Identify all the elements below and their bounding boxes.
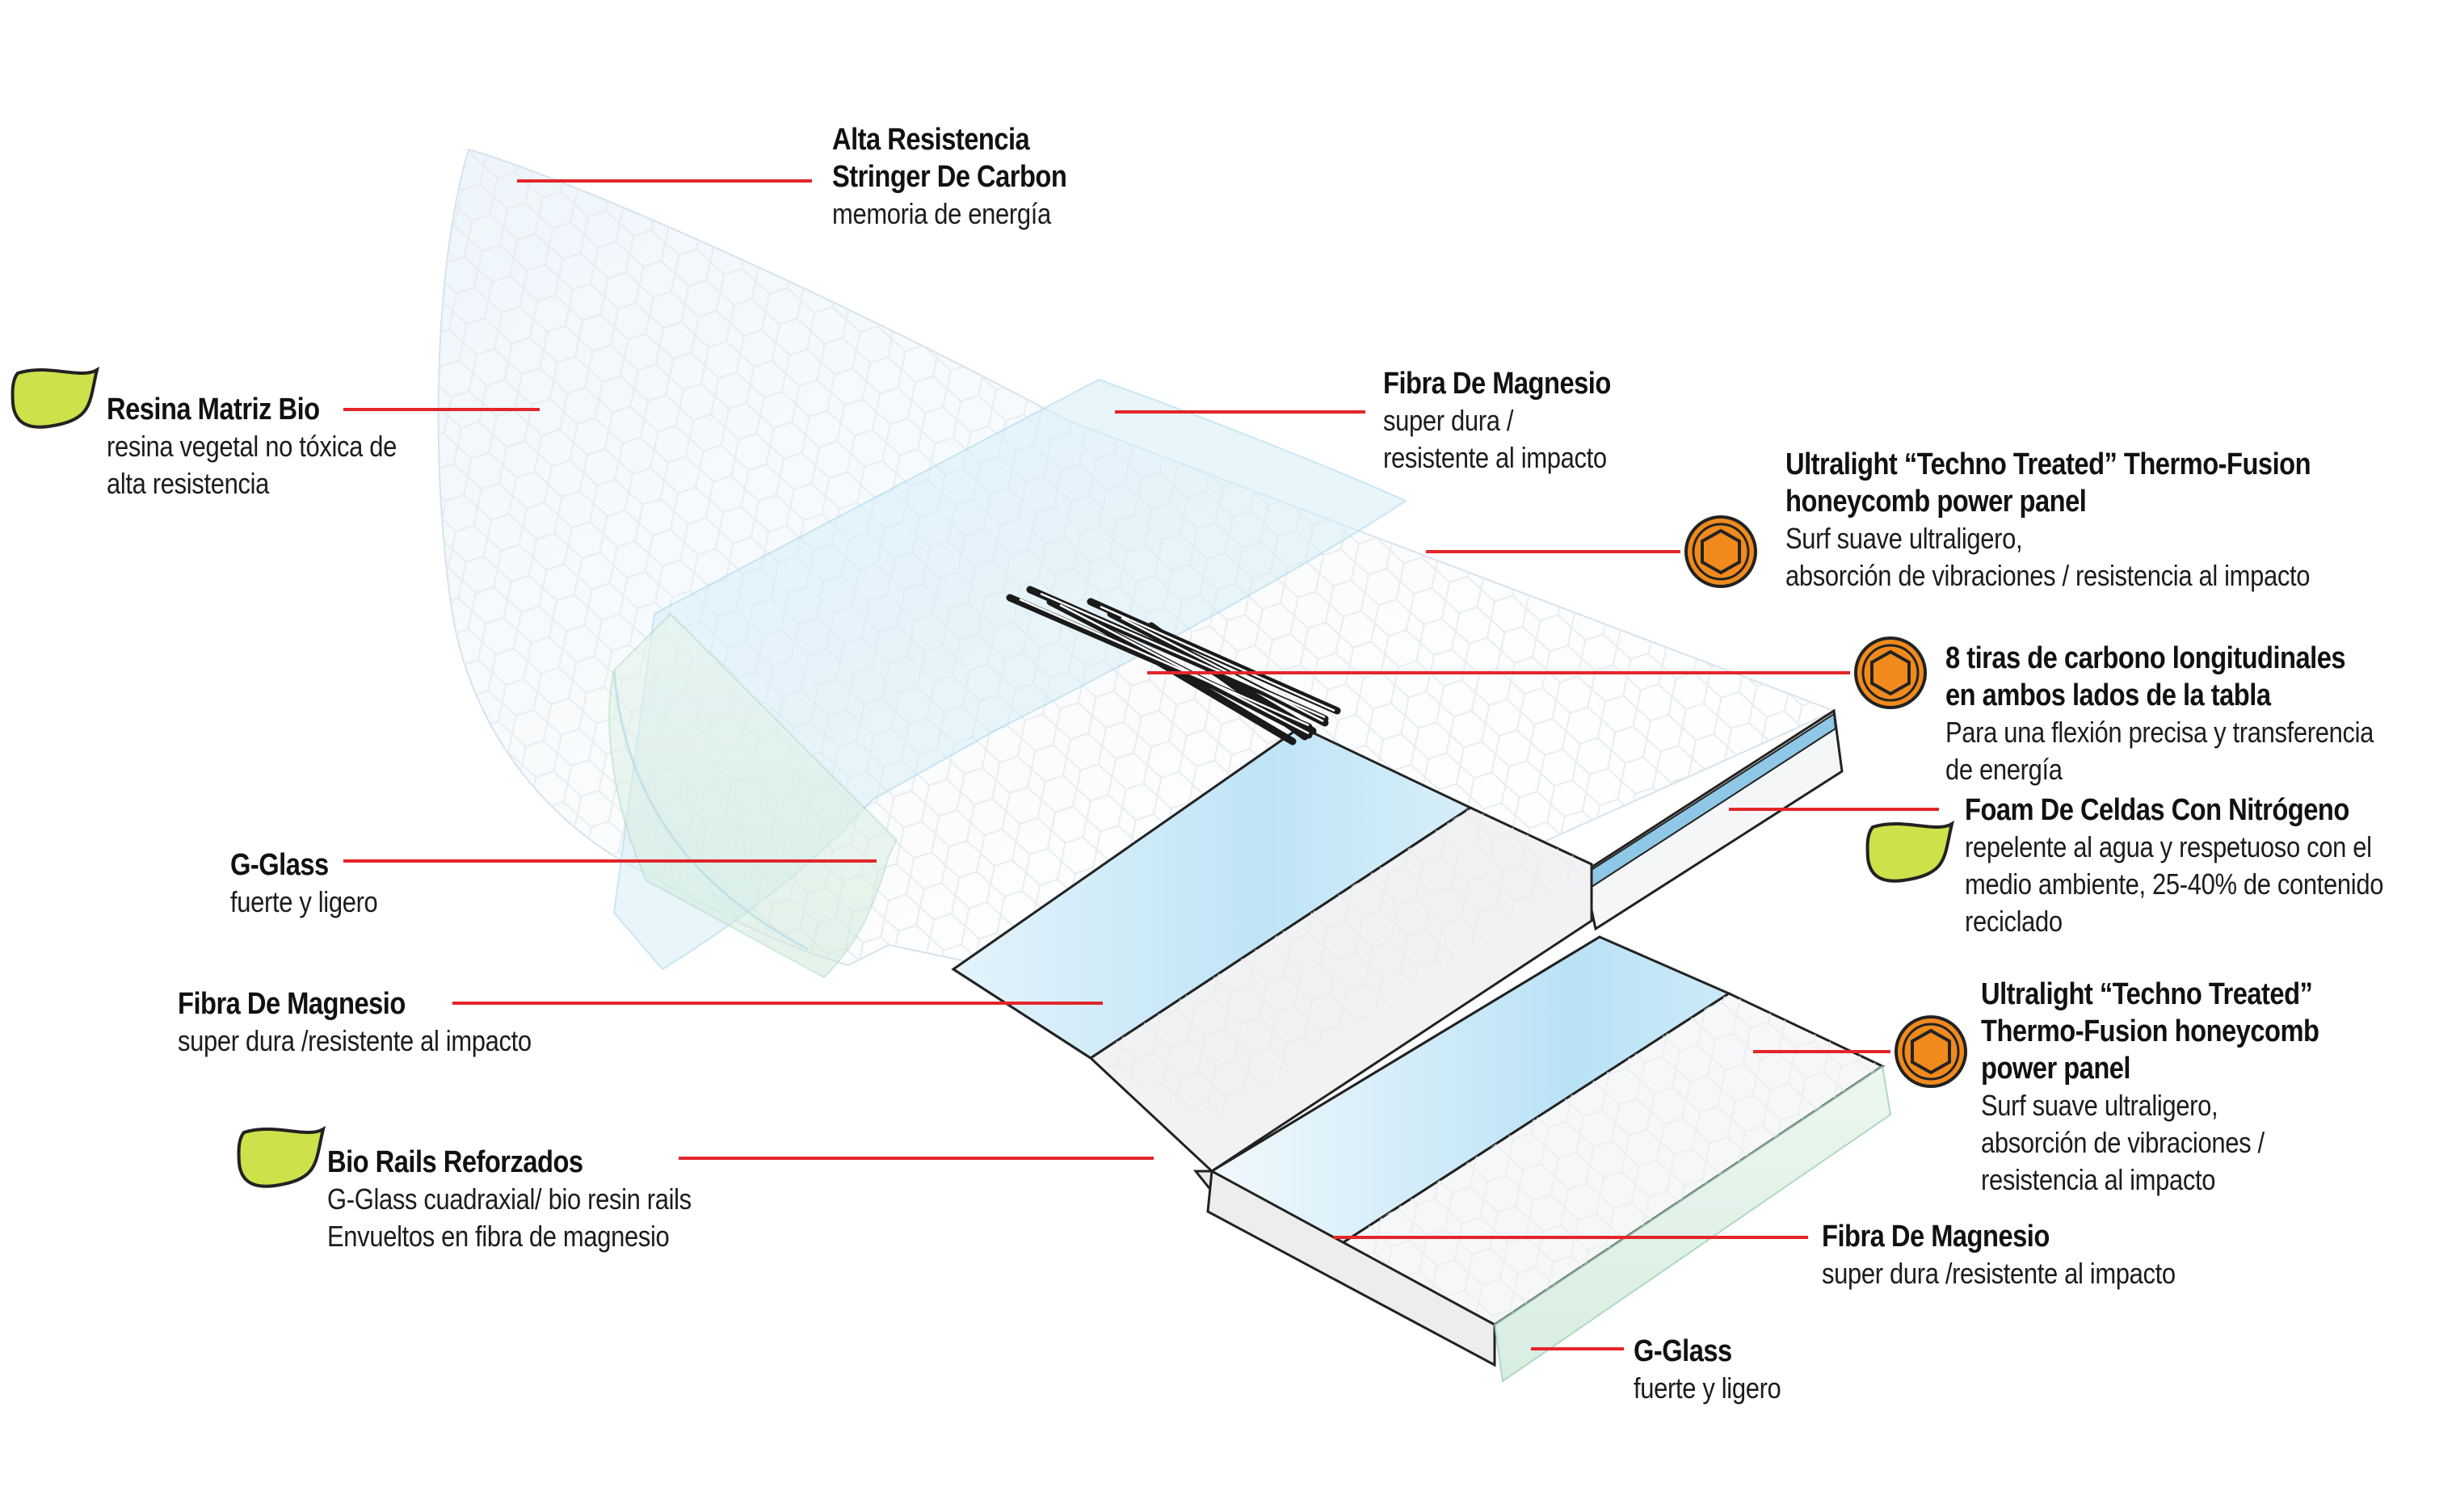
label-description: resistencia al impacto — [1981, 1161, 2319, 1199]
label-description: medio ambiente, 25-40% de contenido — [1965, 866, 2383, 903]
label-description: memoria de energía — [832, 195, 1066, 233]
label-description: repelente al agua y respetuoso con el — [1965, 829, 2383, 866]
leaf-bio-icon — [1868, 824, 1952, 881]
label-g-glass-bottom: G-Glass fuerte y ligero — [1634, 1333, 1805, 1407]
label-title: Fibra De Magnesio — [178, 985, 532, 1023]
label-title: Alta Resistencia — [832, 121, 1066, 158]
label-description: absorción de vibraciones / — [1981, 1124, 2319, 1161]
label-title: G-Glass — [1634, 1333, 1781, 1370]
hexagon-badge-icon — [1686, 517, 1756, 586]
label-tiras-carbono: 8 tiras de carbono longitudinales en amb… — [1945, 640, 2443, 788]
label-title: Fibra De Magnesio — [1822, 1218, 2176, 1255]
label-description: alta resistencia — [107, 465, 397, 502]
hexagon-badge-icon — [1856, 638, 1925, 708]
label-title: en ambos lados de la tabla — [1945, 677, 2374, 714]
label-title: Foam De Celdas Con Nitrógeno — [1965, 792, 2383, 829]
label-description: G-Glass cuadraxial/ bio resin rails — [327, 1181, 692, 1218]
label-title: Stringer De Carbon — [832, 158, 1066, 195]
label-g-glass-left: G-Glass fuerte y ligero — [230, 846, 402, 921]
label-title: Ultralight “Techno Treated” — [1981, 976, 2319, 1013]
label-description: Para una flexión precisa y transferencia — [1945, 714, 2374, 751]
label-description: Surf suave ultraligero, — [1981, 1087, 2319, 1124]
label-description: de energía — [1945, 751, 2374, 788]
label-title: G-Glass — [230, 846, 377, 884]
label-description: fuerte y ligero — [1634, 1370, 1781, 1407]
label-foam-nitrogeno: Foam De Celdas Con Nitrógeno repelente a… — [1965, 792, 2451, 940]
label-description: absorción de vibraciones / resistencia a… — [1785, 557, 2311, 594]
label-description: super dura / — [1383, 402, 1611, 439]
label-description: Envueltos en fibra de magnesio — [327, 1218, 692, 1255]
label-title: 8 tiras de carbono longitudinales — [1945, 640, 2374, 677]
leaf-bio-icon — [239, 1129, 323, 1186]
label-description: super dura /resistente al impacto — [1822, 1255, 2176, 1292]
label-resina-matriz-bio: Resina Matriz Bio resina vegetal no tóxi… — [107, 391, 444, 502]
label-description: super dura /resistente al impacto — [178, 1023, 532, 1060]
leaf-bio-icon — [13, 370, 97, 427]
label-description: resina vegetal no tóxica de — [107, 428, 397, 465]
label-description: fuerte y ligero — [230, 884, 377, 921]
label-description: Surf suave ultraligero, — [1785, 520, 2311, 557]
label-title: power panel — [1981, 1050, 2319, 1087]
label-title: Resina Matriz Bio — [107, 391, 397, 428]
label-title: honeycomb power panel — [1785, 483, 2311, 520]
label-title: Fibra De Magnesio — [1383, 365, 1611, 402]
label-fibra-magnesio-mid: Fibra De Magnesio super dura /resistente… — [178, 985, 589, 1060]
label-description: resistente al impacto — [1383, 439, 1611, 477]
label-title: Bio Rails Reforzados — [327, 1144, 692, 1181]
label-description: reciclado — [1965, 903, 2383, 940]
label-fibra-magnesio-bottom: Fibra De Magnesio super dura /resistente… — [1822, 1218, 2233, 1292]
hexagon-badge-icon — [1896, 1017, 1966, 1086]
label-ultralight-panel-bottom: Ultralight “Techno Treated” Thermo-Fusio… — [1981, 976, 2374, 1199]
label-stringer-carbon: Alta Resistencia Stringer De Carbon memo… — [832, 121, 1105, 233]
label-ultralight-panel-top: Ultralight “Techno Treated” Thermo-Fusio… — [1785, 446, 2396, 594]
label-fibra-magnesio-top: Fibra De Magnesio super dura / resistent… — [1383, 365, 1648, 477]
label-title: Ultralight “Techno Treated” Thermo-Fusio… — [1785, 446, 2311, 483]
label-title: Thermo-Fusion honeycomb — [1981, 1013, 2319, 1050]
label-bio-rails: Bio Rails Reforzados G-Glass cuadraxial/… — [327, 1144, 751, 1255]
